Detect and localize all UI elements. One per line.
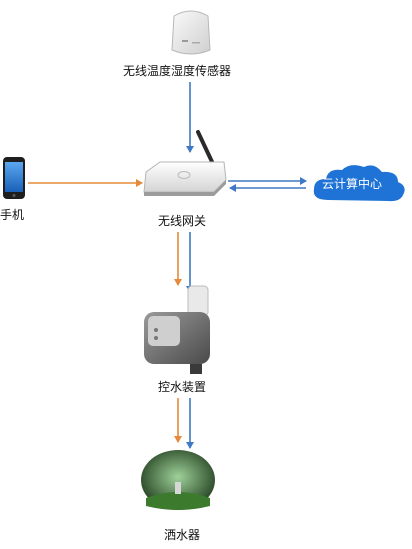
- sensor-label: 无线温度湿度传感器: [123, 64, 232, 78]
- phone-label: 手机: [0, 208, 25, 222]
- cloud-icon: [313, 165, 405, 202]
- sprinkler-label: 洒水器: [164, 528, 201, 542]
- gateway-icon: [143, 130, 227, 196]
- cloud-label: 云计算中心: [322, 177, 383, 191]
- gateway-label: 无线网关: [158, 214, 207, 228]
- controller-label: 控水装置: [158, 380, 207, 394]
- controller-icon: [144, 285, 210, 374]
- sensor-icon: [171, 10, 211, 55]
- sprinkler-icon: [141, 450, 215, 510]
- phone-icon: [3, 157, 25, 199]
